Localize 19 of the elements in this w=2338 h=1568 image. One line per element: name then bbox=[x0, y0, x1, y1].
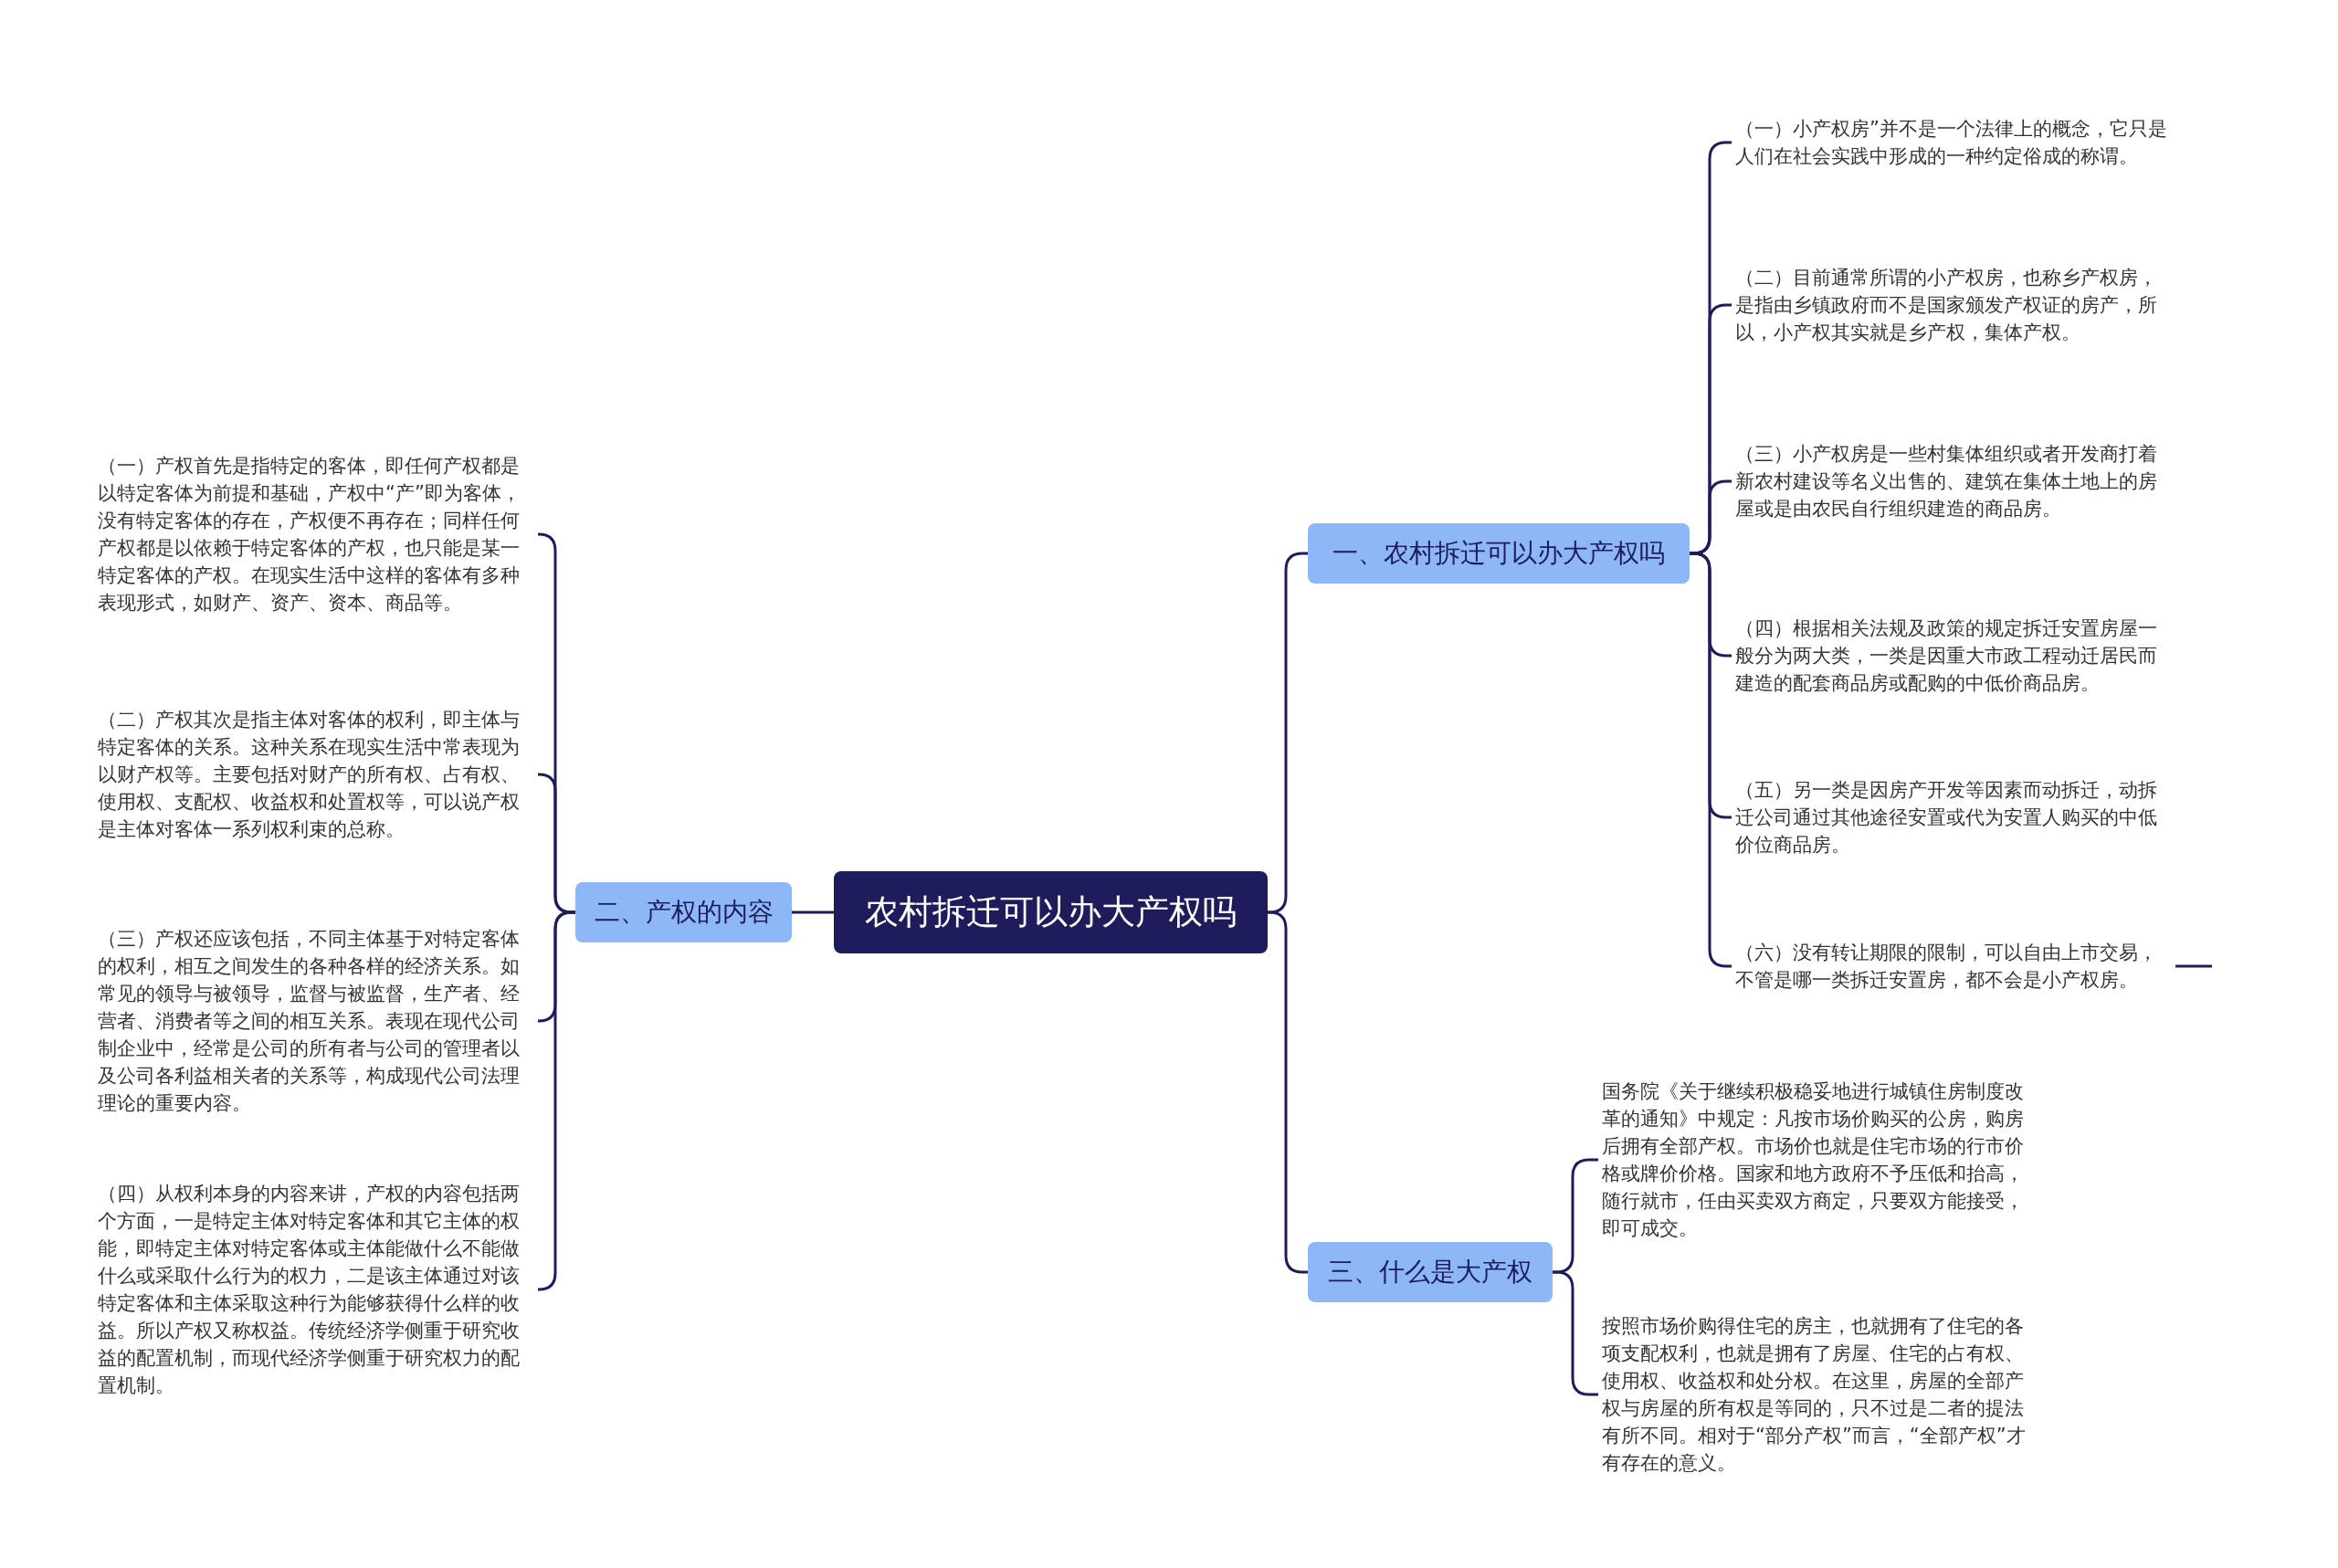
note-text: （二）目前通常所谓的小产权房，也称乡产权房，是指由乡镇政府而不是国家颁发产权证的房产，所以，小产权其实就是乡产权，集体产权。 bbox=[1732, 264, 2175, 346]
note-text: （二）产权其次是指主体对客体的权利，即主体与特定客体的关系。这种关系在现实生活中常表现为以财产权等。主要包括对财产的所有权、占有权、使用权、支配权、收益权和处置权等，可以说产权是主体对客体一系列权利束的总称。 bbox=[94, 706, 538, 843]
note-text: （四）从权利本身的内容来讲，产权的内容包括两个方面，一是特定主体对特定客体和其它主体的权能，即特定主体对特定客体或主体能做什么不能做什么或采取什么行为的权力，二是该主体通过对该特定客体和主体采取这种行为能够获得什么样的收益。所以产权又称权益。传统经济学侧重于研究收益的配置机制，而现代经济学侧重于研究权力的配置机制。 bbox=[94, 1180, 538, 1399]
branch-topic-box: 一、农村拆迁可以办大产权吗 bbox=[1308, 523, 1690, 584]
note-text: （四）根据相关法规及政策的规定拆迁安置房屋一般分为两大类，一类是因重大市政工程动迁居民而建造的配套商品房或配购的中低价商品房。 bbox=[1732, 615, 2175, 697]
branch-topic-box: 三、什么是大产权 bbox=[1308, 1242, 1553, 1302]
connector-line bbox=[2175, 964, 2212, 968]
note-text: （三）产权还应该包括，不同主体基于对特定客体的权利，相互之间发生的各种各样的经济关系。如常见的领导与被领导，监督与被监督，生产者、经营者、消费者等之间的相互关系。表现在现代公司制企业中，经常是公司的所有者与公司的管理者以及公司各利益相关者的关系等，构成现代公司法理理论的重要内容。 bbox=[94, 925, 538, 1117]
note-text: （六）没有转让期限的限制，可以自由上市交易，不管是哪一类拆迁安置房，都不会是小产权房。 bbox=[1732, 939, 2175, 994]
note-text: （五）另一类是因房产开发等因素而动拆迁，动拆迁公司通过其他途径安置或代为安置人购买的中低价位商品房。 bbox=[1732, 776, 2175, 858]
connector-line bbox=[1690, 552, 1732, 968]
root-topic-box: 农村拆迁可以办大产权吗 bbox=[834, 871, 1268, 953]
note-text: （一）产权首先是指特定的客体，即任何产权都是以特定客体为前提和基础，产权中“产”即为客体，没有特定客体的存在，产权便不再存在；同样任何产权都是以依赖于特定客体的产权，也只能是某一特定客体的产权。在现实生活中这样的客体有多种表现形式，如财产、资产、资本、商品等。 bbox=[94, 452, 538, 616]
note-text: 按照市场价购得住宅的房主，也就拥有了住宅的各项支配权利，也就是拥有了房屋、住宅的占有权、使用权、收益权和处分权。在这里，房屋的全部产权与房屋的所有权是等同的，只不过是二者的提法有所不同。相对于“部分产权”而言，“全部产权”才有存在的意义。 bbox=[1598, 1312, 2042, 1477]
note-text: （一）小产权房”并不是一个法律上的概念，它只是人们在社会实践中形成的一种约定俗成的称谓。 bbox=[1732, 115, 2175, 170]
branch-topic-box: 二、产权的内容 bbox=[575, 882, 792, 942]
connector-line bbox=[792, 910, 834, 914]
note-text: 国务院《关于继续积极稳妥地进行城镇住房制度改革的通知》中规定：凡按市场价购买的公房，购房后拥有全部产权。市场价也就是住宅市场的行市价格或牌价价格。国家和地方政府不予压低和抬高，随行就市，任由买卖双方商定，只要双方能接受，即可成交。 bbox=[1598, 1078, 2042, 1242]
note-text: （三）小产权房是一些村集体组织或者开发商打着新农村建设等名义出售的、建筑在集体土地上的房屋或是由农民自行组织建造的商品房。 bbox=[1732, 440, 2175, 522]
